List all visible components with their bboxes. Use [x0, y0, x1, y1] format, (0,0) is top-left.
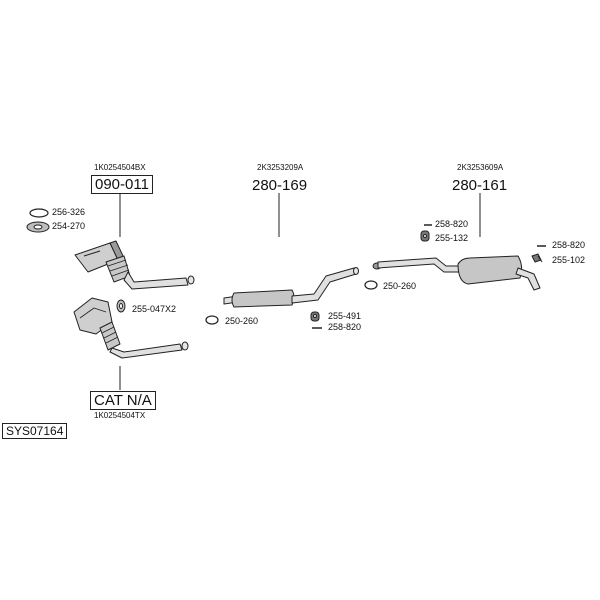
rear-silencer [372, 255, 541, 291]
bolt-kit-label: 255-047X2 [132, 304, 177, 314]
rubber-mount-middle-label: 255-491 [328, 311, 362, 321]
bolt-rear-right-label: 258-820 [552, 240, 586, 250]
bolt-kit [116, 299, 126, 313]
catalyst-lower [73, 297, 189, 359]
rubber-mount-rear-label: 255-132 [435, 233, 469, 243]
bolt-rear-top-label: 258-820 [435, 219, 469, 229]
bolt-middle-label: 258-820 [328, 322, 362, 332]
catalyst-oem-number: 1K0254504BX [94, 163, 146, 172]
flange-gasket-label: 254-270 [52, 221, 86, 231]
gasket-ring-label: 256-326 [52, 207, 86, 217]
hanger-rear [531, 253, 543, 263]
clamp-rear-label: 250-260 [383, 281, 417, 291]
catalyst-alt-oem-number: 1K0254504TX [94, 411, 146, 420]
middle-silencer-oem-number: 2K3253209A [257, 163, 304, 172]
catalyst-part-number[interactable]: 090-011 [91, 175, 153, 194]
clamp-rear [364, 280, 378, 290]
catalyst-alt-part-number[interactable]: CAT N/A [90, 391, 156, 410]
flange-gasket [26, 221, 50, 233]
clamp-middle [205, 315, 219, 325]
leader-lines [119, 193, 481, 390]
hanger-rear-label: 255-102 [552, 255, 586, 265]
middle-silencer-part-number[interactable]: 280-169 [252, 177, 308, 194]
rubber-mount-rear [420, 230, 430, 242]
clamp-middle-label: 250-260 [225, 316, 259, 326]
rubber-mount-middle [310, 311, 320, 322]
rear-silencer-part-number[interactable]: 280-161 [452, 177, 508, 194]
catalyst-upper [74, 240, 195, 290]
system-code: SYS07164 [2, 423, 68, 439]
gasket-ring [29, 208, 49, 218]
rear-silencer-oem-number: 2K3253609A [457, 163, 504, 172]
middle-silencer [223, 267, 359, 308]
